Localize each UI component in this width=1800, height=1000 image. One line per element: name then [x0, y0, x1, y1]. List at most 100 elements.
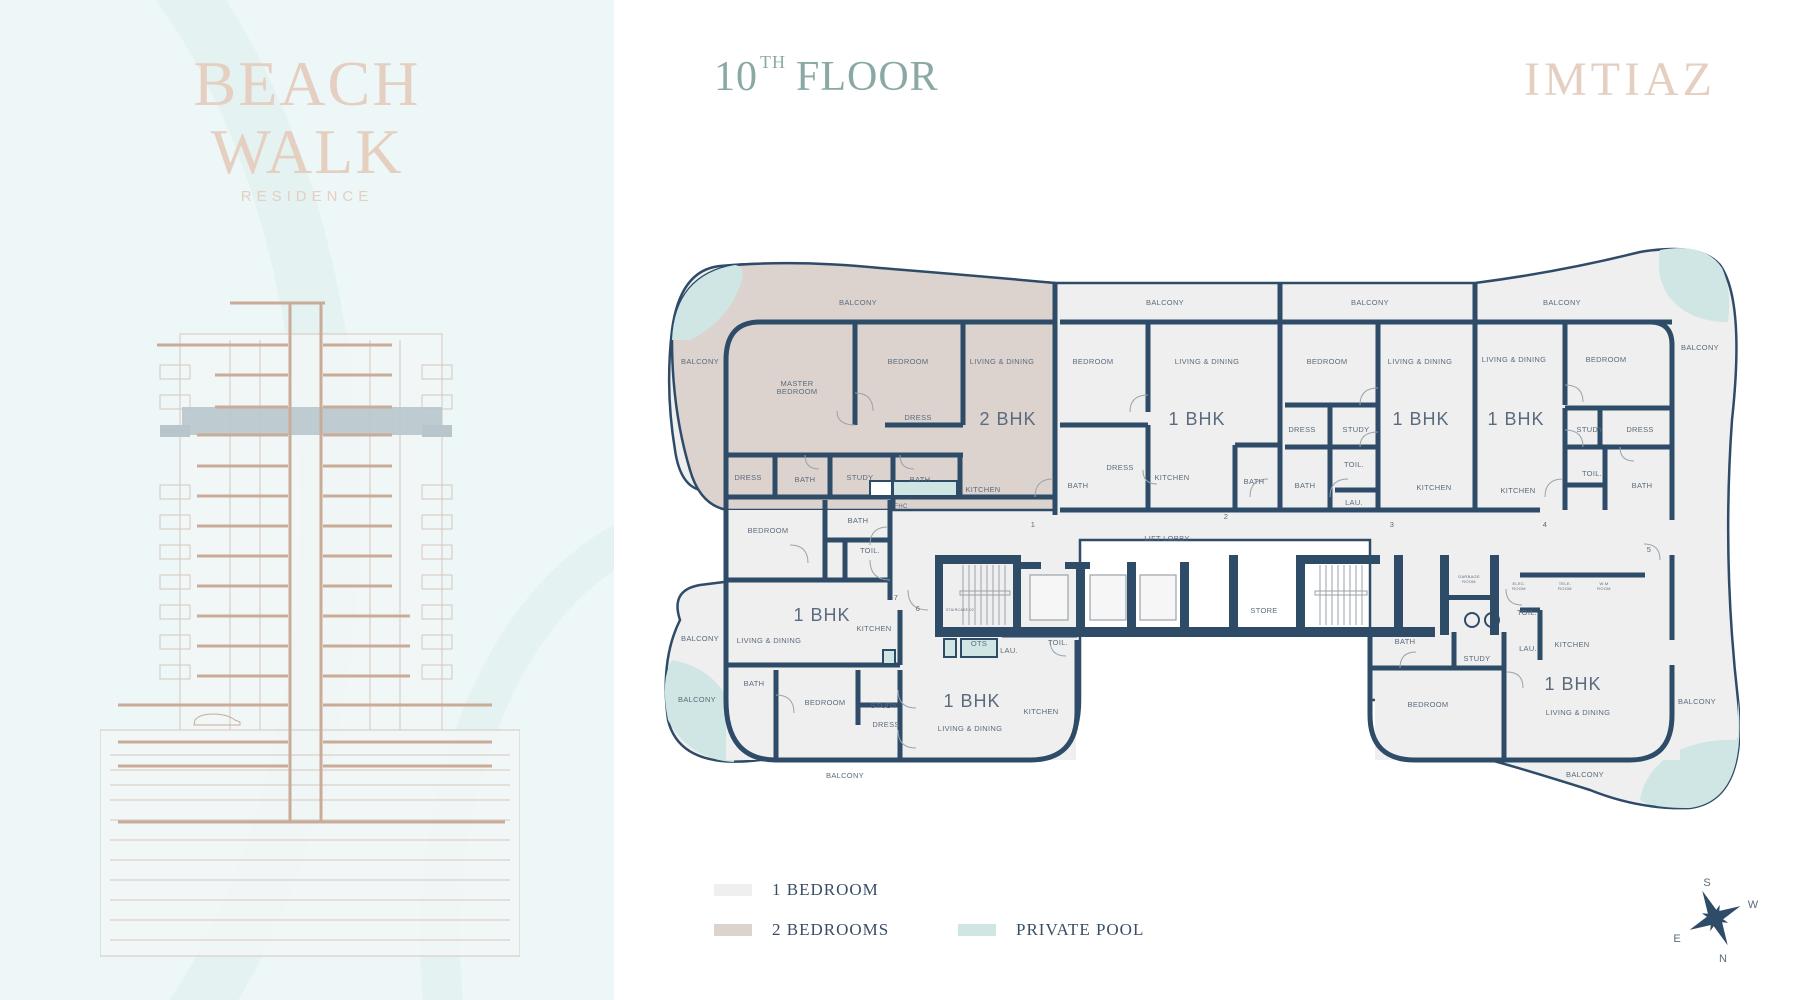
building-elevation	[100, 301, 520, 957]
room-label: DRESS	[734, 473, 761, 482]
room-label: DRESS	[1626, 425, 1653, 434]
room-label: BATH	[744, 679, 765, 688]
room-label: DRESS	[1106, 463, 1133, 472]
room-label: BATH	[795, 475, 816, 484]
room-label: BATH	[910, 475, 931, 484]
door-number: 7	[894, 593, 898, 602]
room-label: BALCONY	[681, 634, 719, 643]
unit-type-label: 2 BHK	[979, 409, 1036, 429]
room-label: LIVING & DINING	[737, 636, 802, 645]
unit-type-label: 1 BHK	[1544, 674, 1601, 694]
room-label: BALCONY	[1543, 298, 1581, 307]
room-label: BEDROOM	[1586, 355, 1627, 364]
room-label: TOIL.	[1517, 608, 1537, 617]
room-label: LIFT LOBBY	[1144, 534, 1189, 543]
room-label: STUDY	[1464, 654, 1491, 663]
door-number: 4	[1543, 520, 1547, 529]
room-label: BEDROOM	[748, 526, 789, 535]
room-label: KITCHEN	[965, 485, 1000, 494]
brand-subtitle: RESIDENCE	[240, 188, 374, 205]
room-label: BALCONY	[681, 357, 719, 366]
door-number: 5	[1647, 545, 1651, 554]
unit-type-label: 1 BHK	[943, 691, 1000, 711]
staircase-2	[1314, 565, 1368, 625]
room-label: BALCONY	[1678, 697, 1716, 706]
building-core	[935, 555, 1499, 637]
room-label: STUDY	[847, 473, 874, 482]
room-label: BATH	[1068, 481, 1089, 490]
private-pool	[672, 265, 743, 340]
door-number: 1	[1031, 520, 1035, 529]
room-label: GARBAGE	[1458, 574, 1480, 579]
room-label: BALCONY	[1566, 770, 1604, 779]
room-label: FHC	[894, 504, 908, 510]
private-pool	[1640, 700, 1740, 808]
room-label: BATH	[1395, 637, 1416, 646]
room-label: KITCHEN	[1416, 483, 1451, 492]
room-label: ROOM	[1597, 586, 1611, 591]
door-number: 6	[916, 604, 920, 613]
room-label: BALCONY	[678, 695, 716, 704]
unit-type-label: 1 BHK	[1168, 409, 1225, 429]
legend-label: 2 BEDROOMS	[772, 920, 890, 939]
floor-plan: .wall { stroke: #2e4b68; stroke-width: 5…	[664, 247, 1740, 810]
room-label: BEDROOM	[777, 387, 818, 396]
room-label: TELE.	[1559, 581, 1572, 586]
developer-logo: IMTIAZ	[1524, 53, 1716, 106]
door-number: 3	[1390, 520, 1394, 529]
room-label: STUDY	[1343, 425, 1370, 434]
room-label: KITCHEN	[1154, 473, 1189, 482]
room-label: LIVING & DINING	[938, 724, 1003, 733]
room-label: BEDROOM	[805, 698, 846, 707]
unit-type-label: 1 BHK	[1487, 409, 1544, 429]
room-label: MASTER	[780, 379, 813, 388]
room-label: OTS	[971, 639, 987, 648]
room-label: STAIRCASE 02	[946, 608, 974, 612]
room-label: STORE	[1250, 606, 1277, 615]
room-label: BATH	[1295, 481, 1316, 490]
lifts	[1029, 574, 1177, 621]
compass-icon: S W E N	[1673, 877, 1759, 965]
room-label: ROOM	[1462, 579, 1476, 584]
room-label: BATH	[848, 516, 869, 525]
bin-icon	[1484, 612, 1500, 628]
room-label: LAU.	[1519, 644, 1537, 653]
room-label: W.M	[1600, 581, 1609, 586]
room-label: TOIL.	[860, 546, 880, 555]
room-label: LIVING & DINING	[970, 357, 1035, 366]
room-label: LAU.	[1345, 498, 1363, 507]
staircase-1	[959, 565, 1011, 625]
floor-number: 10	[714, 54, 758, 100]
room-label: KITCHEN	[856, 624, 891, 633]
brand-name-line2: WALK	[210, 116, 404, 187]
room-label: BALCONY	[1351, 298, 1389, 307]
room-label: TOIL.	[1344, 460, 1364, 469]
room-label: TOIL.	[1048, 638, 1068, 647]
unit-type-label: 1 BHK	[1392, 409, 1449, 429]
room-label: LIVING & DINING	[1388, 357, 1453, 366]
room-label: BEDROOM	[888, 357, 929, 366]
compass-w: W	[1748, 899, 1759, 911]
brand-name-line1: BEACH	[193, 48, 421, 119]
private-pool	[1658, 248, 1730, 322]
room-label: BALCONY	[826, 771, 864, 780]
room-label: KITCHEN	[1500, 486, 1535, 495]
legend-label: 1 BEDROOM	[772, 880, 879, 899]
room-label: STUDY	[871, 701, 898, 710]
room-label: BALCONY	[1146, 298, 1184, 307]
legend-item-1-bedroom: 1 BEDROOM	[714, 880, 879, 900]
room-label: LAU.	[1000, 646, 1018, 655]
room-label: KITCHEN	[1023, 707, 1058, 716]
room-label: TOIL.	[1582, 469, 1602, 478]
compass-n: N	[1719, 953, 1727, 965]
private-pool	[664, 660, 736, 762]
compass-s: S	[1703, 877, 1710, 889]
room-label: DRESS	[872, 720, 899, 729]
car-icon	[193, 713, 241, 726]
room-label: STUDY	[1577, 425, 1604, 434]
legend-swatch	[714, 884, 752, 896]
floor-word: FLOOR	[796, 54, 939, 100]
room-label: LIVING & DINING	[1482, 355, 1547, 364]
legend-item-2-bedrooms: 2 BEDROOMS	[714, 920, 889, 940]
legend-item-private-pool: PRIVATE POOL	[958, 920, 1144, 940]
